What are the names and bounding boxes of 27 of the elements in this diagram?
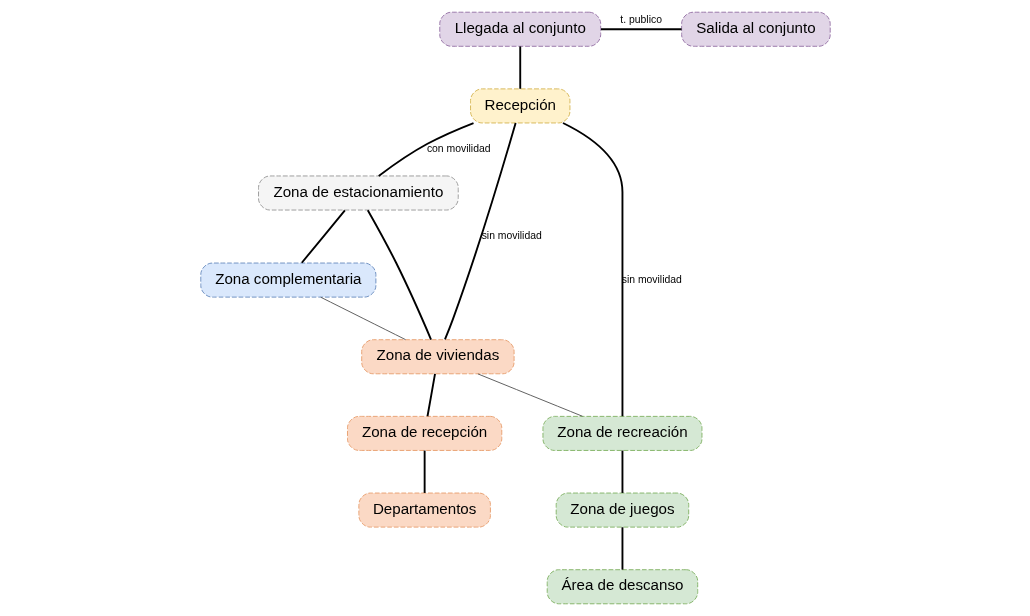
node-box: Zona de juegos (555, 492, 689, 528)
connector (443, 122, 517, 341)
connector (476, 373, 583, 417)
connector (423, 449, 426, 494)
connector (426, 372, 436, 418)
edge-label: t. publico (619, 14, 662, 26)
node-box: Zona de viviendas (360, 339, 515, 375)
connector (621, 449, 623, 494)
node-box: Llegada al conjunto (438, 11, 601, 47)
node-box: Área de descanso (546, 569, 698, 605)
edge-label: con movilidad (426, 143, 491, 155)
node-box: Zona complementaria (199, 262, 376, 298)
node-box: Departamentos (357, 492, 491, 528)
connector (621, 526, 623, 571)
connector (561, 122, 623, 418)
node-box: Recepción (469, 88, 570, 124)
node-box: Zona de estacionamiento (257, 175, 459, 211)
connector (377, 122, 474, 177)
connector (300, 209, 346, 264)
connector (319, 296, 406, 341)
edge-label: sin movilidad (481, 230, 542, 242)
connector (518, 45, 521, 90)
connector (599, 28, 682, 31)
node-box: Salida al conjunto (680, 11, 831, 47)
connector (366, 209, 432, 341)
node-box: Zona de recepción (346, 415, 502, 451)
node-box: Zona de recreación (541, 415, 702, 451)
